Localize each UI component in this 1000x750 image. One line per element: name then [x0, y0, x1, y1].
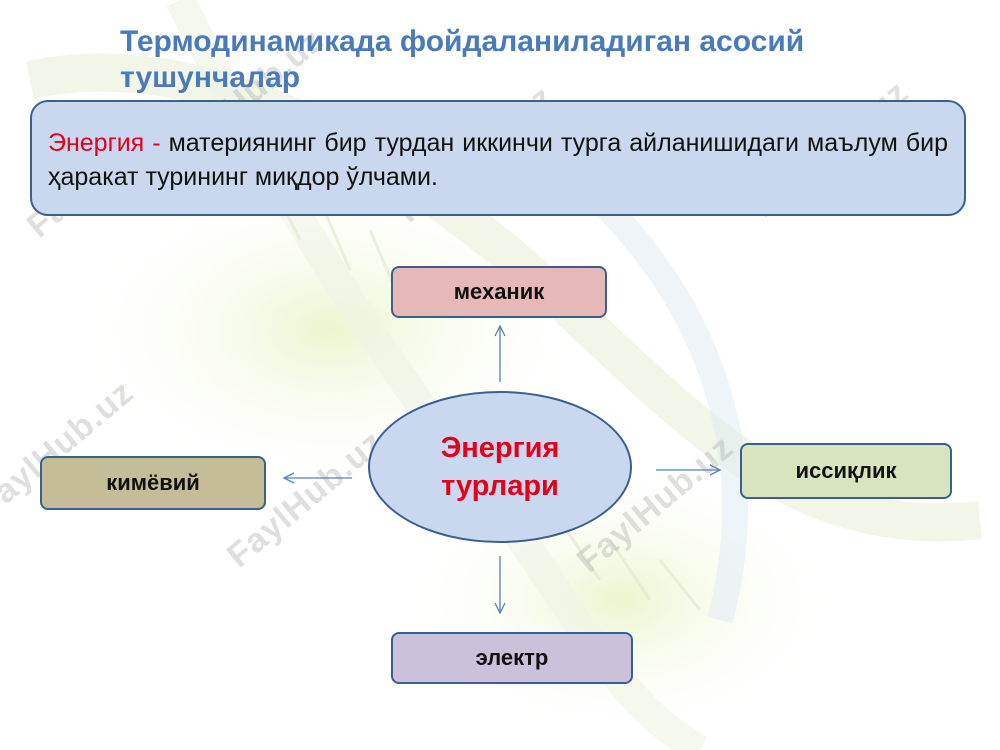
- energy-type-label: механик: [453, 279, 545, 304]
- energy-type-label: кимёвий: [106, 470, 200, 495]
- energy-type-chemical: кимёвий: [40, 456, 266, 510]
- energy-type-mechanical: механик: [391, 266, 607, 318]
- energy-types-center: Энергия турлари: [368, 391, 632, 543]
- center-label: Энергия турлари: [440, 432, 560, 502]
- definition-text: материянинг бир турдан иккинчи турга айл…: [48, 129, 948, 191]
- definition-box: Энергия - материянинг бир турдан иккинчи…: [30, 100, 966, 216]
- slide-title: Термодинамикада фойдаланиладиган асосий …: [120, 25, 805, 94]
- energy-type-thermal: иссиқлик: [740, 443, 952, 499]
- energy-type-electrical: электр: [391, 632, 633, 684]
- definition-term: Энергия -: [48, 129, 161, 157]
- energy-type-label: электр: [475, 645, 549, 670]
- energy-type-label: иссиқлик: [795, 458, 897, 483]
